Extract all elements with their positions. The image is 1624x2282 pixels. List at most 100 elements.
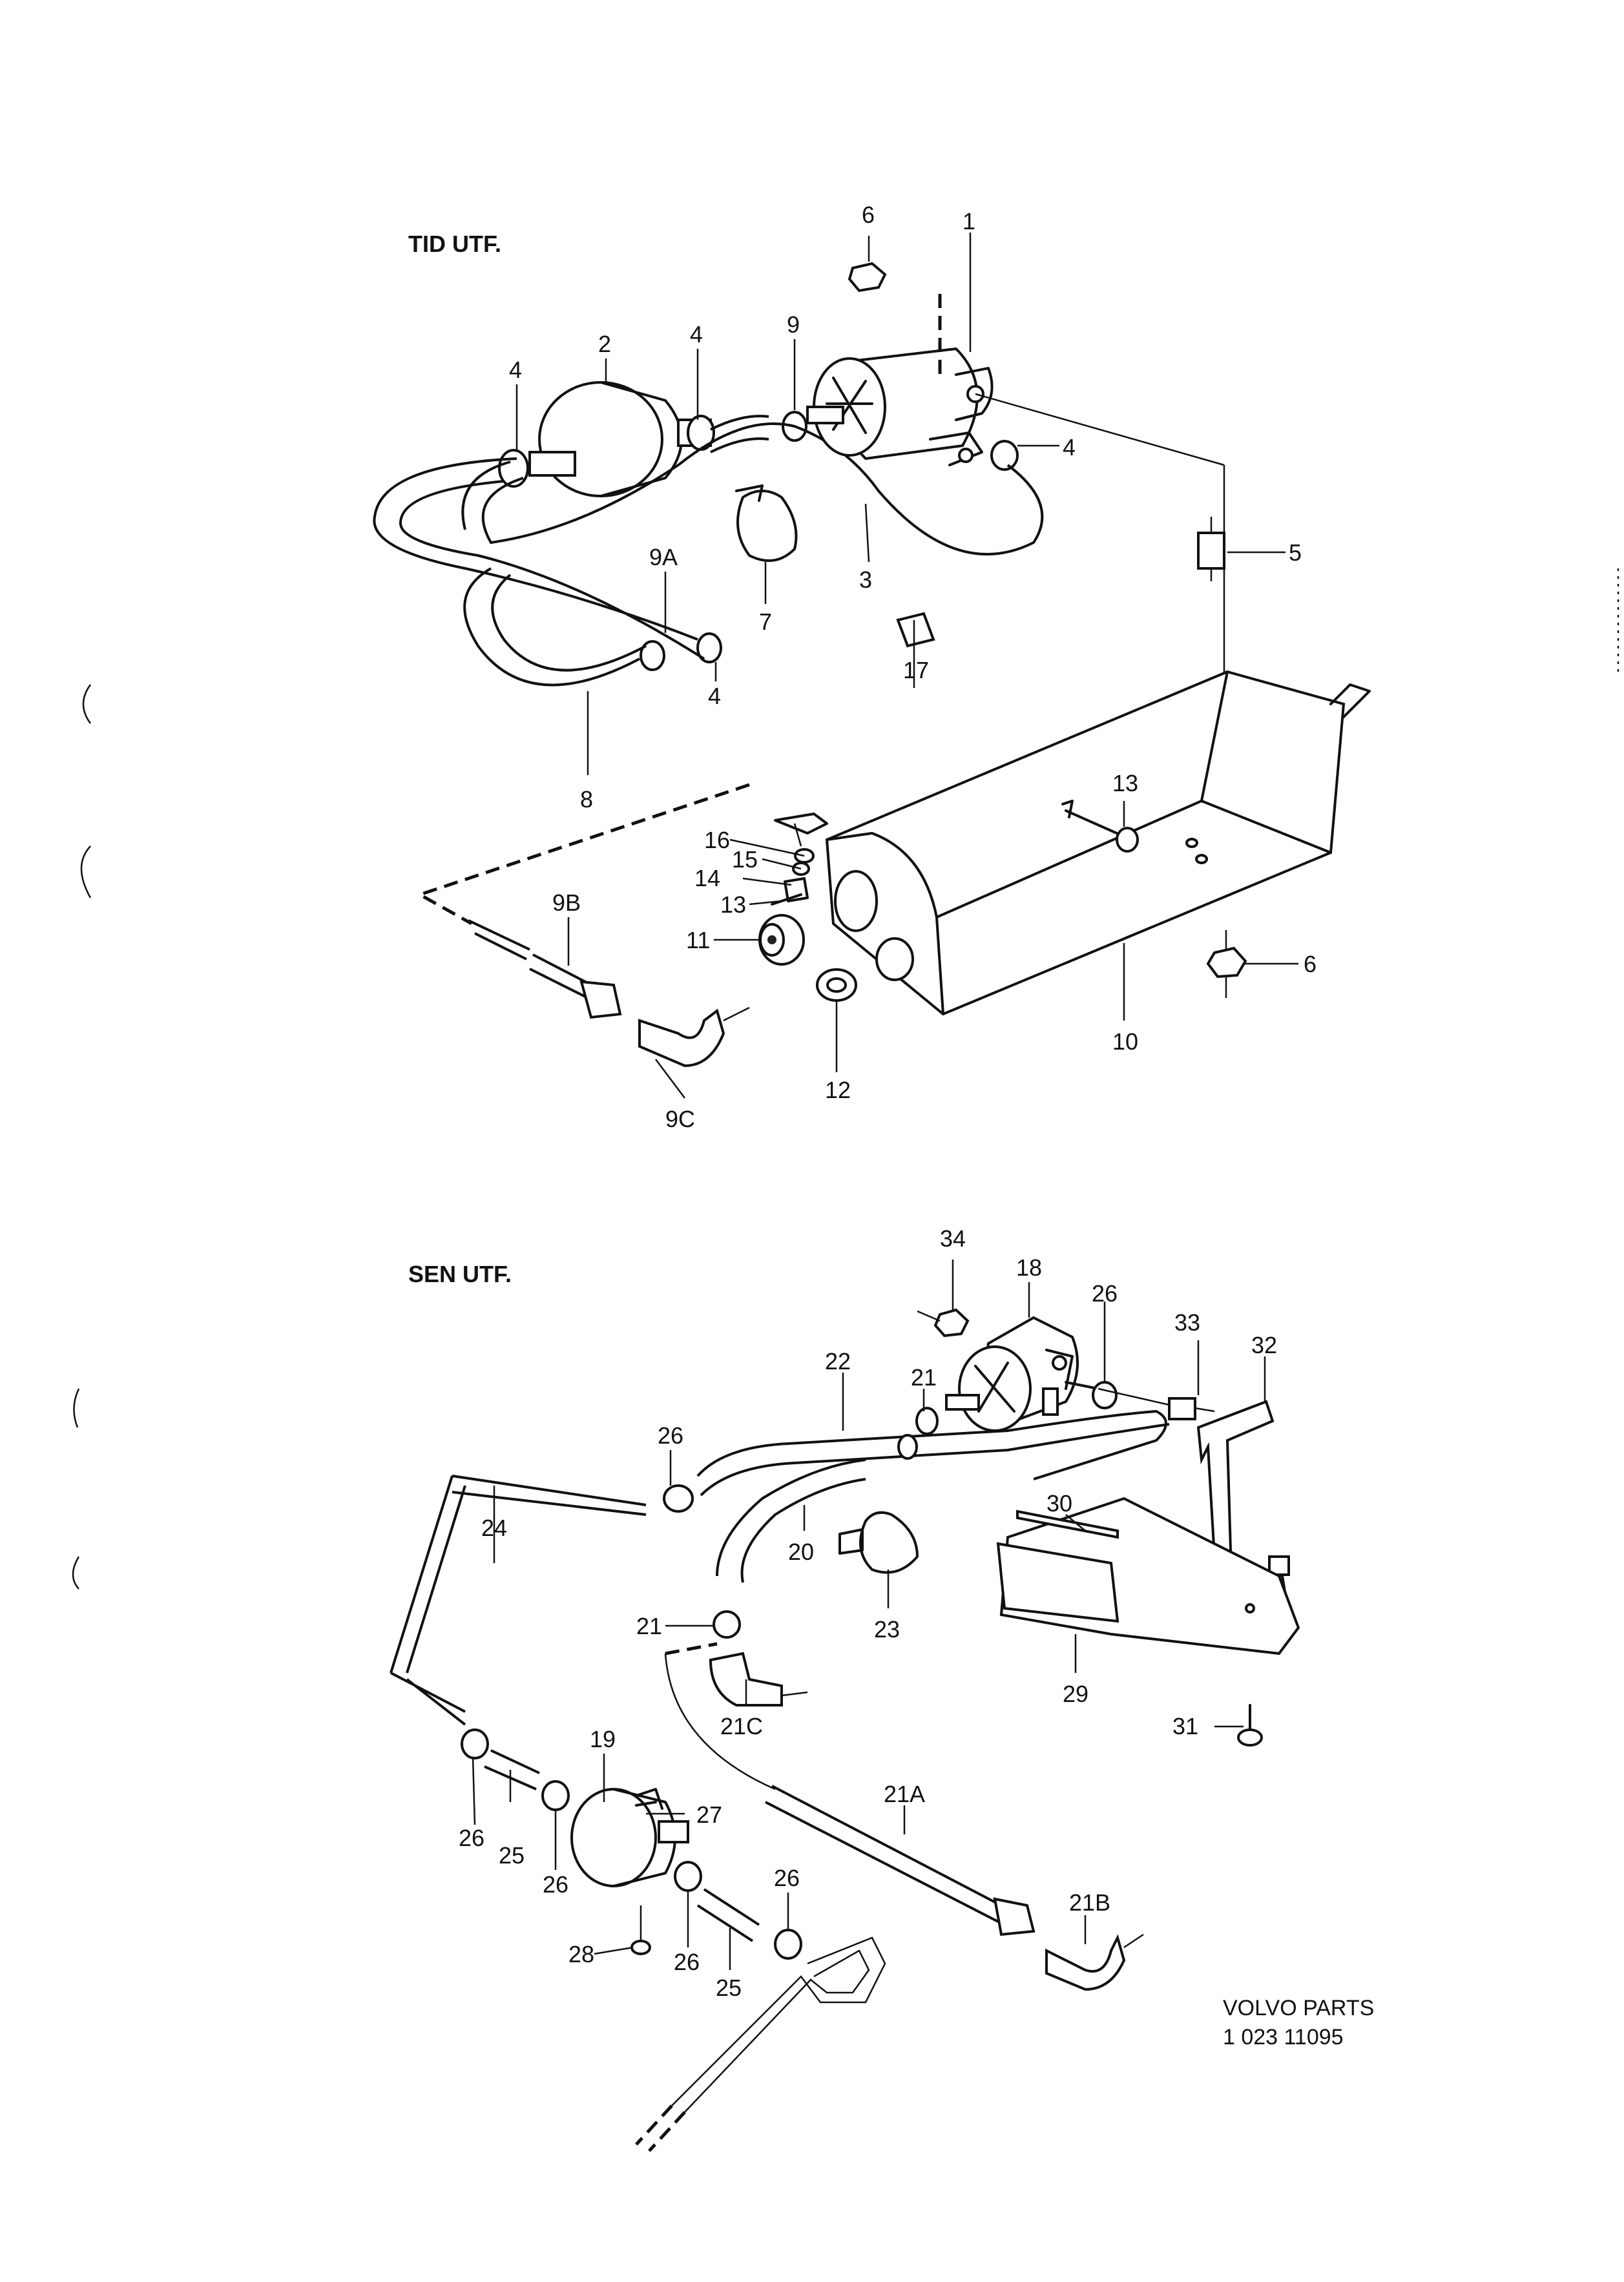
nut-34 (917, 1308, 970, 1338)
callout-9b: 9B (552, 889, 581, 916)
callout-9a: 9A (649, 544, 678, 570)
callout-3: 3 (859, 566, 872, 593)
callout-22: 22 (825, 1348, 851, 1374)
dashed-line-fitting (665, 1642, 718, 1655)
callout-2: 2 (598, 331, 611, 357)
nut-6-bottom (1206, 930, 1247, 998)
callout-21b: 21B (1069, 1889, 1110, 1916)
callout-7: 7 (759, 608, 772, 635)
clip-7 (735, 484, 798, 562)
screw-31 (1237, 1704, 1263, 1747)
callout-20: 20 (788, 1539, 814, 1565)
callout-13-bracket: 13 (1112, 770, 1138, 796)
pipe-9b (468, 919, 622, 1019)
callout-lines-bottom (472, 1260, 1266, 1970)
callout-1: 1 (963, 208, 975, 234)
dashed-line-hose-pipe (415, 783, 750, 926)
callout-21c: 21C (720, 1713, 763, 1739)
callout-30: 30 (1046, 1490, 1072, 1517)
washer-12 (816, 968, 857, 1002)
callout-lines-top (515, 233, 1298, 1099)
callout-25-left: 25 (499, 1842, 525, 1869)
pipe-21a-tube (765, 1785, 1002, 1923)
fuel-filter-2 (528, 381, 712, 497)
callout-26-bottom: 26 (674, 1949, 700, 1975)
section-title-bottom: SEN UTF. (408, 1261, 512, 1287)
pipe-21a (664, 1653, 776, 1790)
hose-8 (463, 567, 647, 687)
callout-13-stack: 13 (720, 891, 746, 918)
fuel-pump-1 (806, 347, 994, 466)
hose-22 (696, 1409, 1170, 1497)
hose-3 (461, 415, 1044, 555)
callout-32: 32 (1251, 1332, 1277, 1358)
callout-21-left: 21 (636, 1613, 662, 1639)
clip-23 (838, 1511, 919, 1574)
callout-31: 31 (1172, 1713, 1198, 1739)
fuel-pump-18 (945, 1316, 1099, 1432)
callout-4-right: 4 (1063, 434, 1076, 461)
hose-9a (373, 457, 705, 660)
plate-29 (996, 1497, 1300, 1655)
callout-29: 29 (1063, 1681, 1088, 1707)
callout-labels-bottom: 34 18 26 33 32 22 21 26 24 20 30 23 21 2… (459, 1225, 1277, 2001)
callout-10: 10 (1112, 1028, 1138, 1055)
elbow-21c (709, 1652, 808, 1706)
nut-6-top (848, 262, 887, 293)
callout-26-far-left: 26 (459, 1825, 484, 1851)
callout-9: 9 (787, 311, 800, 338)
hose-clamps-top (498, 411, 1019, 671)
callout-17: 17 (903, 657, 929, 683)
callout-19: 19 (590, 1726, 616, 1752)
clip-17 (896, 612, 935, 648)
callout-5: 5 (1289, 539, 1302, 566)
screw-28 (630, 1905, 651, 1955)
callout-labels-top: 1 2 3 4 4 4 4 5 6 6 7 8 9 9A 9B 9C 10 11… (509, 202, 1317, 1132)
callout-26-pump: 26 (1092, 1280, 1118, 1307)
callout-6-bottom: 6 (1304, 951, 1317, 977)
callout-23: 23 (874, 1616, 900, 1643)
elbow-21b (993, 1897, 1144, 1991)
callout-15: 15 (732, 846, 758, 873)
callout-21a: 21A (884, 1781, 925, 1807)
loop-pipe (671, 1936, 886, 2113)
callout-33: 33 (1174, 1309, 1200, 1336)
callout-16: 16 (704, 827, 730, 853)
callout-9c: 9C (665, 1106, 695, 1132)
callout-4-lower: 4 (708, 683, 721, 709)
hose-20 (716, 1458, 866, 1583)
pump-mount-line (975, 393, 1225, 466)
callout-24: 24 (481, 1515, 507, 1541)
top-assembly (373, 233, 1371, 1099)
callout-18: 18 (1016, 1254, 1042, 1281)
callout-14: 14 (694, 865, 720, 891)
connector-33 (1098, 1387, 1215, 1420)
callout-28: 28 (568, 1941, 594, 1967)
elbow-9c (638, 1006, 750, 1068)
section-title-top: TID UTF. (408, 231, 501, 257)
parts-reference: VOLVO PARTS 1 023 11095 (1223, 1996, 1374, 2049)
callout-12: 12 (825, 1077, 851, 1103)
hose-24 (390, 1475, 647, 1726)
callout-27: 27 (696, 1801, 722, 1828)
footer-brand: VOLVO PARTS (1223, 1996, 1374, 2020)
callout-26-lower-left: 26 (543, 1871, 568, 1898)
callout-4-middle: 4 (690, 321, 703, 347)
bottom-assembly (390, 1260, 1300, 2152)
fastener-stack-13-16 (771, 848, 815, 906)
callout-34: 34 (940, 1225, 966, 1252)
spacer-5 (1197, 517, 1225, 581)
callout-26-left: 26 (658, 1422, 683, 1449)
callout-4-left: 4 (509, 357, 522, 383)
callout-25-bottom: 25 (716, 1975, 742, 2001)
callout-26-lower-right: 26 (774, 1865, 800, 1891)
grommet-11 (758, 914, 805, 966)
callout-21-top: 21 (911, 1364, 937, 1391)
callout-11: 11 (686, 927, 710, 953)
binder-marks (72, 684, 92, 1590)
footer-part-number: 1 023 11095 (1223, 2025, 1344, 2049)
callout-8: 8 (580, 786, 593, 813)
callout-6-top: 6 (862, 202, 875, 228)
loop-pipe-dashed (635, 2104, 686, 2152)
